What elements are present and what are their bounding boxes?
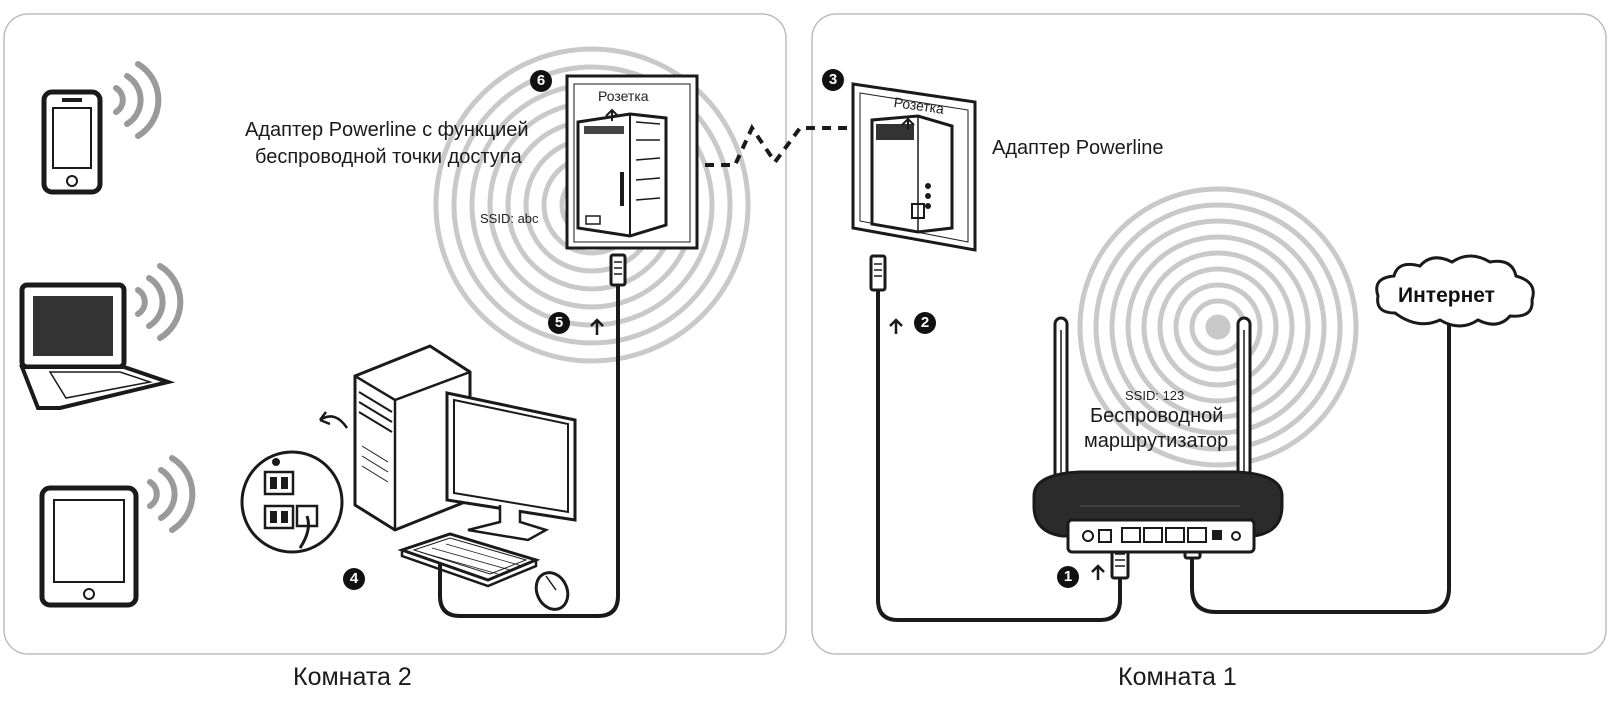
room-2-label: Комната 2 (293, 663, 412, 691)
phone-icon (41, 89, 103, 195)
mouse-icon (534, 571, 570, 611)
keyboard-icon (397, 532, 541, 588)
arrow-up-icon (889, 318, 903, 334)
cable-router-to-internet (1190, 320, 1451, 614)
cloud-icon (1375, 254, 1535, 328)
router-label-line-2: маршрутизатор (1084, 430, 1229, 452)
room-1-label: Комната 1 (1118, 663, 1237, 691)
arrow-up-icon (1091, 564, 1105, 580)
wifi-adapter-label-line-1: Адаптер Powerline с функцией (245, 119, 529, 141)
router-label-line-1: Беспроводной (1090, 405, 1224, 427)
step-badge-4: 4 (343, 568, 365, 590)
step-badge-3: 3 (822, 69, 844, 91)
wifi-adapter-label-line-2: беспроводной точки доступа (255, 146, 522, 168)
arrow-up-icon (590, 318, 604, 335)
arrow-up-icon (605, 108, 619, 121)
port-zoom-icon (240, 450, 344, 554)
curved-arrow-icon (319, 411, 349, 429)
router-icon (1032, 316, 1284, 554)
step-badge-2: 2 (914, 312, 936, 334)
laptop-icon (19, 282, 176, 410)
cable-adapter-to-pc (438, 285, 620, 618)
wifi-signal-icon (113, 61, 162, 139)
router-ssid: SSID: 123 (1125, 388, 1185, 403)
wifi-signal-icon (147, 455, 196, 533)
tablet-icon (39, 485, 139, 608)
arrow-up-icon (901, 117, 915, 130)
step-badge-6: 6 (530, 70, 552, 92)
step-badge-1: 1 (1057, 566, 1079, 588)
internet-label: Интернет (1398, 284, 1495, 307)
step-badge-5: 5 (548, 312, 570, 334)
wifi-signal-icon (135, 263, 184, 341)
router-wave-rings (1077, 186, 1359, 468)
left-outlet-label: Розетка (598, 88, 649, 104)
powerline-adapter-label: Адаптер Powerline (992, 137, 1164, 159)
wifi-powerline-adapter (576, 112, 668, 238)
cable-plug-icon (869, 254, 887, 292)
cable-router-to-adapter (876, 290, 1122, 622)
powerline-adapter (870, 114, 954, 234)
monitor-icon (445, 391, 577, 542)
wifi-adapter-ssid: SSID: abc (480, 211, 539, 226)
cable-plug-icon (609, 253, 627, 287)
powerline-link (705, 123, 853, 167)
